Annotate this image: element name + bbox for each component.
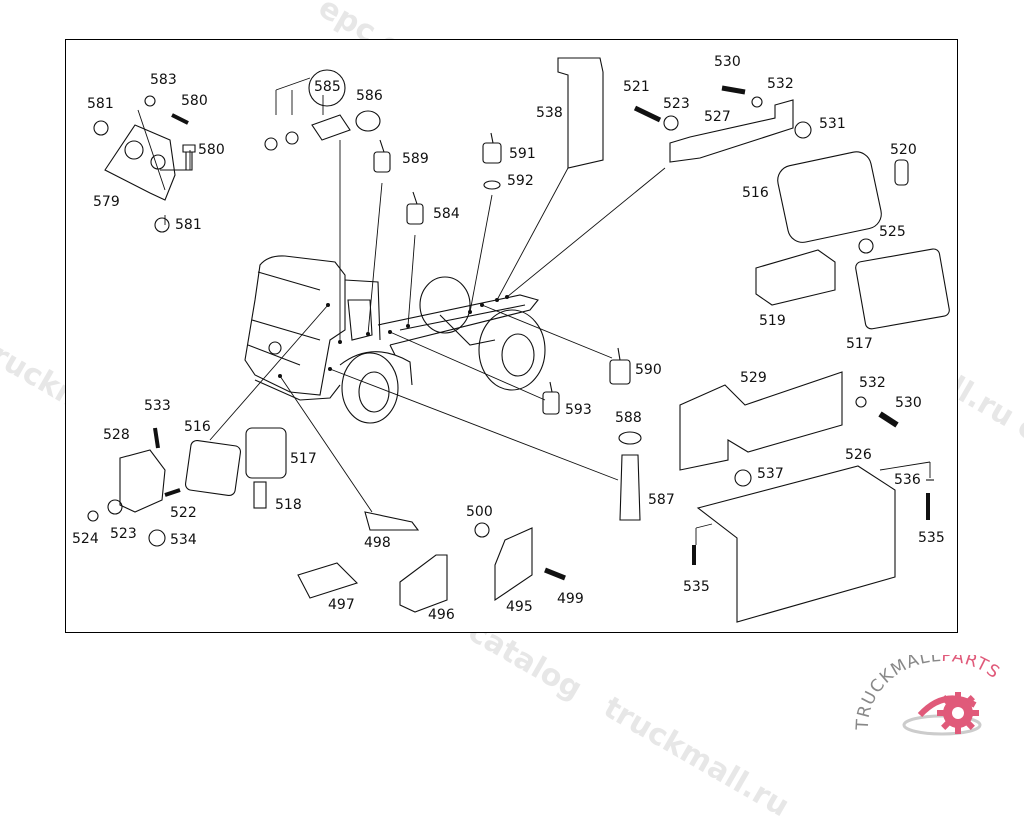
callout-587[interactable]: 587 (648, 493, 675, 507)
callout-497[interactable]: 497 (328, 598, 355, 612)
washer-icon (484, 181, 500, 189)
callout-586[interactable]: 586 (356, 89, 383, 103)
callout-524[interactable]: 524 (72, 532, 99, 546)
callout-516[interactable]: 516 (184, 420, 211, 434)
callout-499[interactable]: 499 (557, 592, 584, 606)
callout-592[interactable]: 592 (507, 174, 534, 188)
callout-521[interactable]: 521 (623, 80, 650, 94)
nut-icon (475, 523, 489, 537)
brand-emblem-icon (269, 342, 281, 354)
bolt-icon (172, 115, 188, 123)
callout-527[interactable]: 527 (704, 110, 731, 124)
callout-581[interactable]: 581 (87, 97, 114, 111)
nut-icon (619, 432, 641, 444)
callout-526[interactable]: 526 (845, 448, 872, 462)
washer-icon (145, 96, 155, 106)
sensor-icon (374, 140, 390, 172)
spark-sensor-587 (620, 455, 640, 520)
lamp-516 (775, 149, 884, 245)
callout-585[interactable]: 585 (314, 80, 341, 94)
bracket-526 (698, 466, 895, 622)
lens-517 (246, 428, 286, 478)
callout-519[interactable]: 519 (759, 314, 786, 328)
callout-528[interactable]: 528 (103, 428, 130, 442)
callout-529[interactable]: 529 (740, 371, 767, 385)
bracket-495 (495, 528, 532, 600)
callout-495[interactable]: 495 (506, 600, 533, 614)
callout-523[interactable]: 523 (110, 527, 137, 541)
callout-580[interactable]: 580 (181, 94, 208, 108)
callout-496[interactable]: 496 (428, 608, 455, 622)
callout-517[interactable]: 517 (846, 337, 873, 351)
bracket-497 (298, 563, 357, 598)
sensor-icon (407, 192, 423, 224)
callout-535[interactable]: 535 (683, 580, 710, 594)
callout-590[interactable]: 590 (635, 363, 662, 377)
callout-500[interactable]: 500 (466, 505, 493, 519)
callout-580[interactable]: 580 (198, 143, 225, 157)
callout-533[interactable]: 533 (144, 399, 171, 413)
callout-538[interactable]: 538 (536, 106, 563, 120)
callout-588[interactable]: 588 (615, 411, 642, 425)
callout-530[interactable]: 530 (714, 55, 741, 69)
logo-text-accent: PARTS (941, 655, 1004, 683)
callout-530[interactable]: 530 (895, 396, 922, 410)
bracket-529 (680, 372, 842, 470)
sensor-icon (610, 348, 630, 384)
nut-icon (94, 121, 108, 135)
callout-584[interactable]: 584 (433, 207, 460, 221)
truckmall-parts-logo: TRUCKMALLPARTS (850, 655, 1024, 750)
callout-593[interactable]: 593 (565, 403, 592, 417)
callout-579[interactable]: 579 (93, 195, 120, 209)
callout-535[interactable]: 535 (918, 531, 945, 545)
callout-534[interactable]: 534 (170, 533, 197, 547)
callout-532[interactable]: 532 (859, 376, 886, 390)
callout-498[interactable]: 498 (364, 536, 391, 550)
callout-518[interactable]: 518 (275, 498, 302, 512)
callout-525[interactable]: 525 (879, 225, 906, 239)
truck-illustration (245, 256, 545, 423)
relay-519 (756, 250, 835, 305)
callout-517[interactable]: 517 (290, 452, 317, 466)
bracket-498 (365, 512, 418, 530)
cap-icon (356, 111, 380, 131)
callout-516[interactable]: 516 (742, 186, 769, 200)
nut-icon (155, 218, 169, 232)
callout-523[interactable]: 523 (663, 97, 690, 111)
lens-517 (855, 248, 951, 330)
callout-591[interactable]: 591 (509, 147, 536, 161)
lamp-516 (185, 440, 241, 496)
callout-531[interactable]: 531 (819, 117, 846, 131)
callout-536[interactable]: 536 (894, 473, 921, 487)
callout-522[interactable]: 522 (170, 506, 197, 520)
callout-520[interactable]: 520 (890, 143, 917, 157)
sensor-icon (483, 133, 501, 163)
clip-520 (895, 160, 908, 185)
bracket-528 (120, 450, 165, 512)
logo-text: TRUCKMALLPARTS (853, 655, 1004, 731)
gear-icon (904, 692, 980, 734)
connector-icon (312, 115, 350, 140)
callout-581[interactable]: 581 (175, 218, 202, 232)
bracket-538 (558, 58, 603, 168)
bracket-496 (400, 555, 447, 612)
logo-text-main: TRUCKMALL (853, 655, 942, 731)
sensor-icon (543, 382, 559, 414)
clip-518 (254, 482, 266, 508)
callout-583[interactable]: 583 (150, 73, 177, 87)
callout-589[interactable]: 589 (402, 152, 429, 166)
callout-537[interactable]: 537 (757, 467, 784, 481)
callout-532[interactable]: 532 (767, 77, 794, 91)
